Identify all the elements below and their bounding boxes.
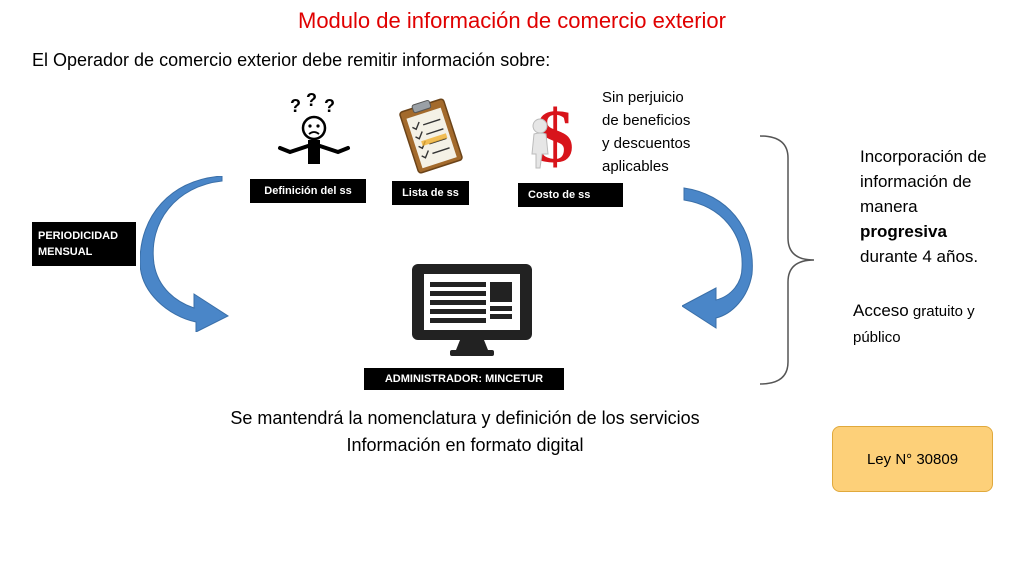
left-curved-arrow bbox=[140, 176, 230, 332]
incorp-bold: progresiva bbox=[860, 222, 947, 241]
page-subtitle: El Operador de comercio exterior debe re… bbox=[32, 50, 551, 70]
right-curved-arrow bbox=[682, 187, 753, 329]
acceso-rest: gratuito y bbox=[908, 303, 975, 320]
administrador-label: ADMINISTRADOR: MINCETUR bbox=[364, 368, 564, 390]
svg-text:?: ? bbox=[324, 96, 335, 116]
periodicidad-label: PERIODICIDAD MENSUAL bbox=[32, 222, 136, 266]
bottom-line: Información en formato digital bbox=[346, 435, 584, 455]
acceso-line2: público bbox=[853, 329, 901, 346]
right-brace bbox=[759, 135, 815, 385]
confused-person-icon: ? ? ? bbox=[278, 92, 350, 164]
dollar-figure-icon: $ bbox=[531, 95, 574, 172]
acceso-text: Acceso gratuito y público bbox=[853, 298, 975, 351]
bottom-line: Se mantendrá la nomenclatura y definició… bbox=[230, 408, 700, 428]
cost-note-line: Sin perjuicio bbox=[602, 89, 684, 106]
clipboard-checklist-icon bbox=[399, 98, 463, 174]
computer-monitor-icon bbox=[412, 264, 532, 356]
incorp-line: manera bbox=[860, 197, 918, 216]
bottom-text: Se mantendrá la nomenclatura y definició… bbox=[150, 405, 780, 459]
incorp-line: durante 4 años. bbox=[860, 247, 979, 266]
page-title: Modulo de información de comercio exteri… bbox=[298, 8, 726, 33]
lista-label: Lista de ss bbox=[392, 181, 469, 205]
cost-note-line: de beneficios bbox=[602, 112, 691, 129]
costo-label: Costo de ss bbox=[518, 183, 623, 207]
incorp-line: Incorporación de bbox=[860, 147, 987, 166]
incorp-line: información de bbox=[860, 172, 972, 191]
acceso-word: Acceso bbox=[853, 301, 909, 320]
definicion-label: Definición del ss bbox=[250, 179, 366, 203]
periodicidad-line: PERIODICIDAD bbox=[38, 230, 119, 242]
cost-note-line: aplicables bbox=[602, 158, 669, 175]
ley-badge: Ley N° 30809 bbox=[832, 426, 993, 492]
svg-text:?: ? bbox=[306, 92, 317, 110]
periodicidad-line: MENSUAL bbox=[38, 246, 93, 258]
cost-note-line: y descuentos bbox=[602, 135, 691, 152]
incorporacion-text: Incorporación de información de manera p… bbox=[860, 144, 987, 269]
svg-text:?: ? bbox=[290, 96, 301, 116]
cost-note: Sin perjuicio de beneficios y descuentos… bbox=[602, 86, 690, 178]
